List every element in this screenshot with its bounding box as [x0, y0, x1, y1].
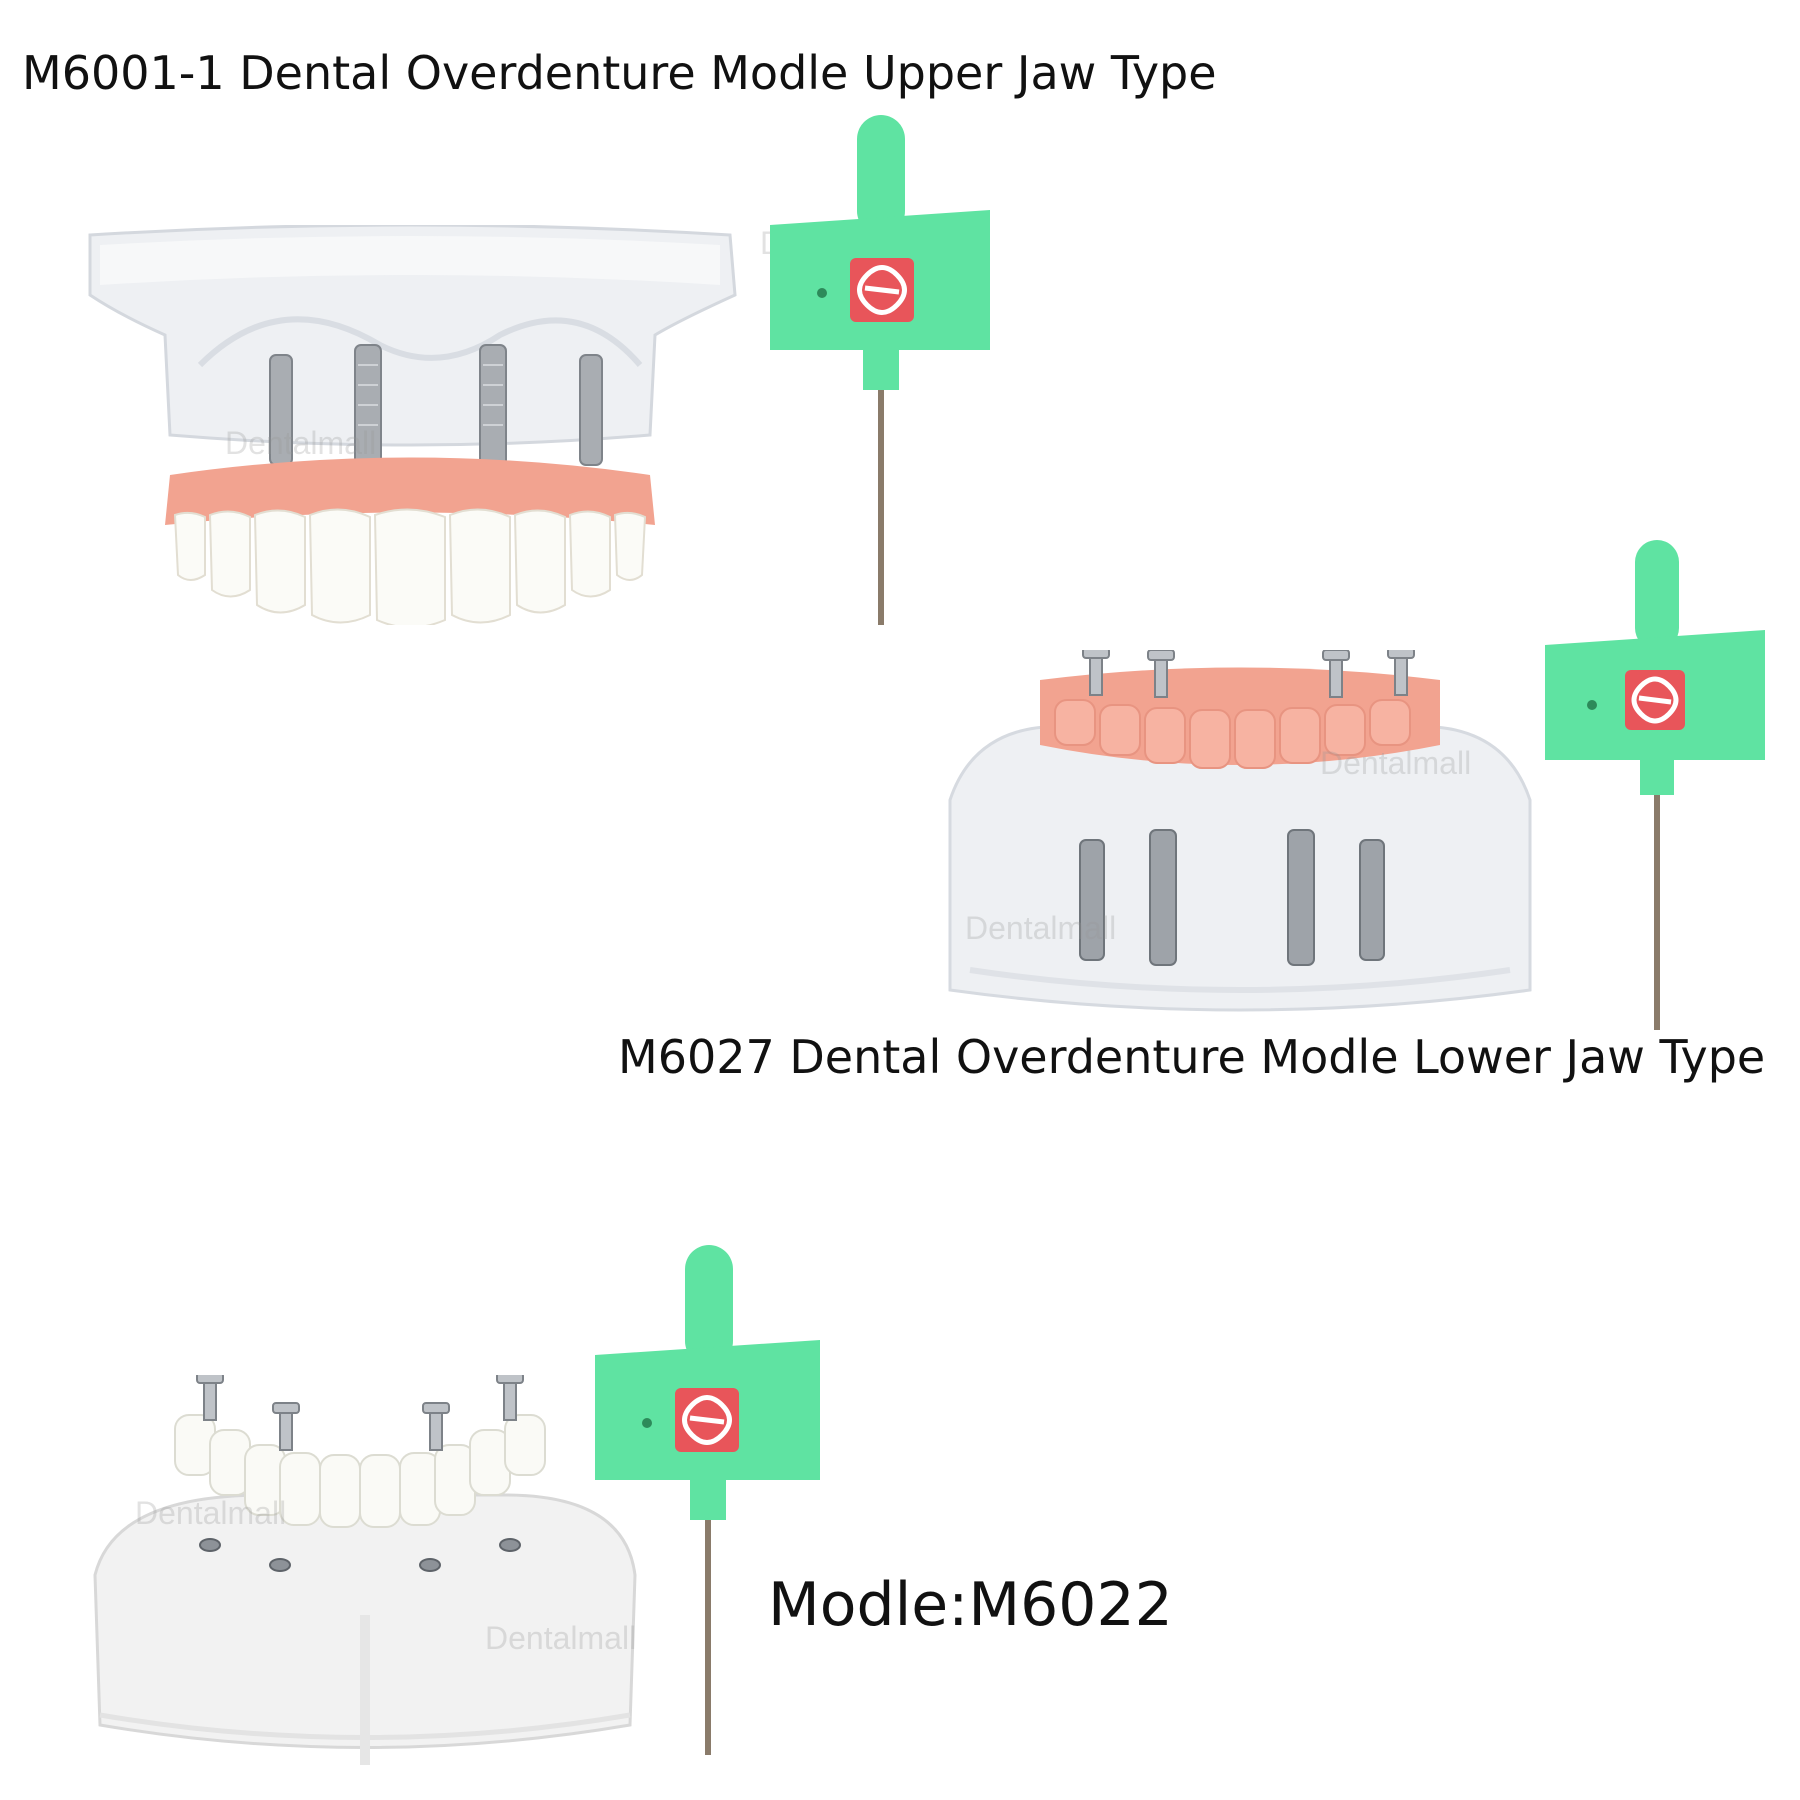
caption-upper-jaw: M6001-1 Dental Overdenture Modle Upper J… — [22, 46, 1217, 100]
caption-lower-jaw: M6027 Dental Overdenture Modle Lower Jaw… — [618, 1030, 1766, 1084]
screwdriver-icon — [595, 1245, 820, 1755]
watermark-white-bottom: Dentalmall — [485, 1620, 637, 1656]
knot-logo-icon — [675, 1388, 739, 1452]
screwdriver-icon — [1545, 540, 1765, 1030]
knot-logo-icon — [850, 258, 914, 322]
watermark-upper-middle: Dentalmall — [225, 425, 377, 461]
caption-model-number: Modle:M6022 — [768, 1570, 1173, 1640]
watermark-white-top: Dentalmall — [135, 1495, 287, 1531]
watermark-lower-bottom: Dentalmall — [965, 910, 1117, 946]
upper-jaw-model-image — [88, 225, 737, 625]
watermark-lower-top: Dentalmall — [1320, 745, 1472, 781]
screwdriver-icon — [770, 115, 990, 625]
lower-jaw-model-image — [948, 650, 1532, 1012]
knot-logo-icon — [1625, 670, 1685, 730]
white-model-image — [93, 1375, 637, 1765]
